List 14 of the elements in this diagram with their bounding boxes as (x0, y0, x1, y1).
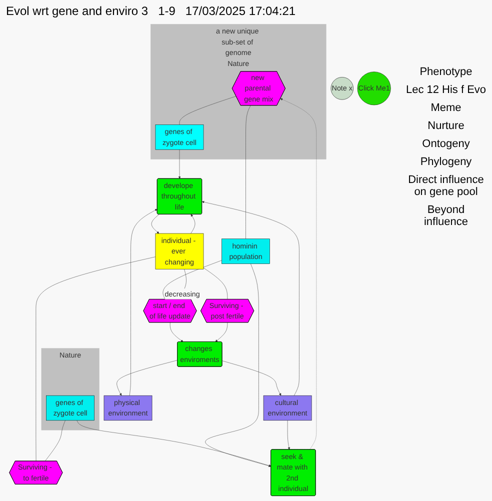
connector (36, 256, 156, 462)
diagram-title: Evol wrt gene and enviro 3 1-9 17/03/2025 17:04:21 (6, 4, 296, 18)
note-label: Phylogeny (419, 156, 473, 168)
connector (179, 96, 236, 125)
note-label: Ontogeny (421, 138, 471, 150)
note-label: Beyond influence (422, 204, 470, 228)
connector (203, 268, 228, 300)
connector (246, 105, 251, 240)
note-label: Phenotype (418, 66, 474, 78)
note-label: Nurture (426, 120, 466, 132)
connector (44, 420, 66, 462)
note-label: Direct influence on gene pool (407, 174, 485, 198)
note-label: Meme (430, 102, 462, 114)
note-label: Lec 12 His f Evo (404, 84, 488, 96)
